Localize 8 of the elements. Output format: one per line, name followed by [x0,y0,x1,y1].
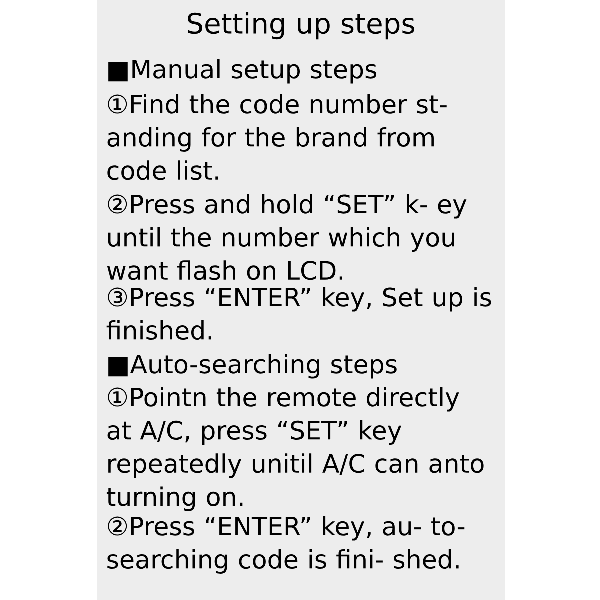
step-text: ①Find the code number st- anding for the brand from code list. [108,94,447,180]
step-text: ②Press “ENTER” key, au- to-searching code is fini- shed. [108,516,465,574]
step-text: ②Press and hold “SET” k- ey until the number which you want flash on LCD. [107,194,467,280]
step-text: ③Press “ENTER” key, Set up is finished. [106,287,492,340]
section-heading: ■Auto-searching steps [108,354,397,379]
title: Setting up steps [188,12,414,40]
section-heading: ■Manual setup steps [108,59,376,84]
step-text: ①Pointn the remote directly at A/C, press “SET” key repeatedly unitil A/C can anto turning on. [106,387,484,512]
